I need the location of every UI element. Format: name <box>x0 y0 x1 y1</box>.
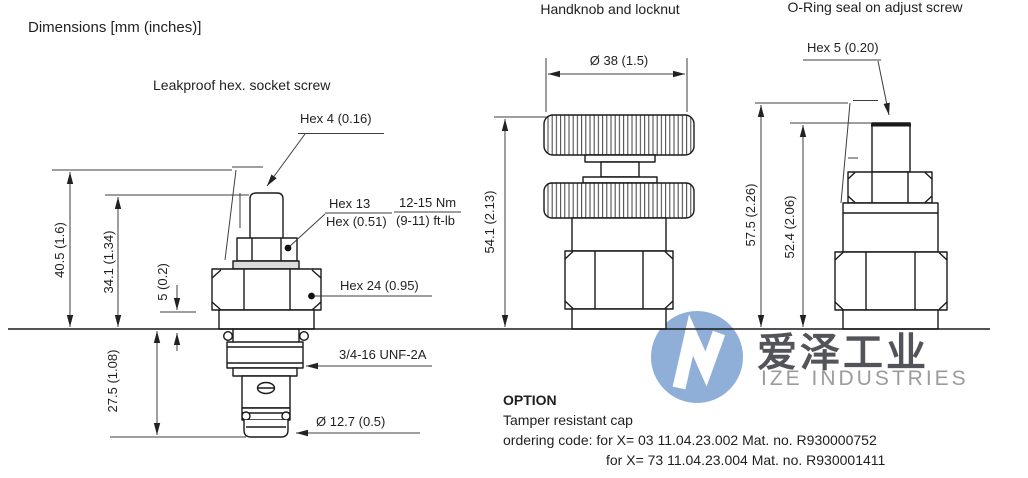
dim-screw-height-left: 34.1 (1.34) <box>100 230 116 294</box>
body-hex-label: Hex 24 (0.95) <box>340 278 419 293</box>
middle-view-title: Handknob and locknut <box>540 1 680 17</box>
left-valve-drawing <box>211 192 322 438</box>
option-line-cap: Tamper resistant cap <box>503 412 633 428</box>
locknut-hex-mm-label: Hex 13 <box>329 196 371 211</box>
option-ordering-code-2: for X= 73 11.04.23.004 Mat. no. R9300014… <box>606 452 886 468</box>
dimension-lines <box>52 58 890 438</box>
torque-ftlb-label: (9-11) ft-lb <box>396 213 455 228</box>
watermark-en-text: IZE INDUSTRIES <box>761 367 969 390</box>
torque-nm-label: 12-15 Nm <box>399 195 457 210</box>
thread-label: 3/4-16 UNF-2A <box>339 347 427 362</box>
option-ordering-code-1: ordering code: for X= 03 11.04.23.002 Ma… <box>503 432 877 448</box>
watermark-cn-text: 爱泽工业 <box>757 331 929 375</box>
dim-screw-height-right: 52.4 (2.06) <box>781 195 797 259</box>
dim-overall-height-middle: 54.1 (2.13) <box>481 190 497 254</box>
dim-overall-height-left: 40.5 (1.6) <box>51 222 67 278</box>
option-heading: OPTION <box>503 392 557 408</box>
units-note: Dimensions [mm (inches)] <box>28 19 202 36</box>
locknut-hex-in-label: Hex (0.51) <box>326 214 387 229</box>
left-view-title: Leakproof hex. socket screw <box>153 77 331 93</box>
dim-overall-height-right: 57.5 (2.26) <box>742 183 758 247</box>
right-view-title: O-Ring seal on adjust screw <box>787 0 963 15</box>
adjust-screw-drawing <box>834 122 948 330</box>
dim-locknut-gap: 5 (0.2) <box>154 263 170 301</box>
dim-insert-depth: 27.5 (1.08) <box>104 349 120 413</box>
adjust-hex-label: Hex 5 (0.20) <box>807 40 879 55</box>
dim-knob-diameter: Ø 38 (1.5) <box>589 53 649 68</box>
hex-socket-label: Hex 4 (0.16) <box>300 111 372 126</box>
ize-logo-icon <box>651 311 743 403</box>
tip-diameter-label: Ø 12.7 (0.5) <box>316 414 386 429</box>
handknob-drawing <box>543 114 695 330</box>
